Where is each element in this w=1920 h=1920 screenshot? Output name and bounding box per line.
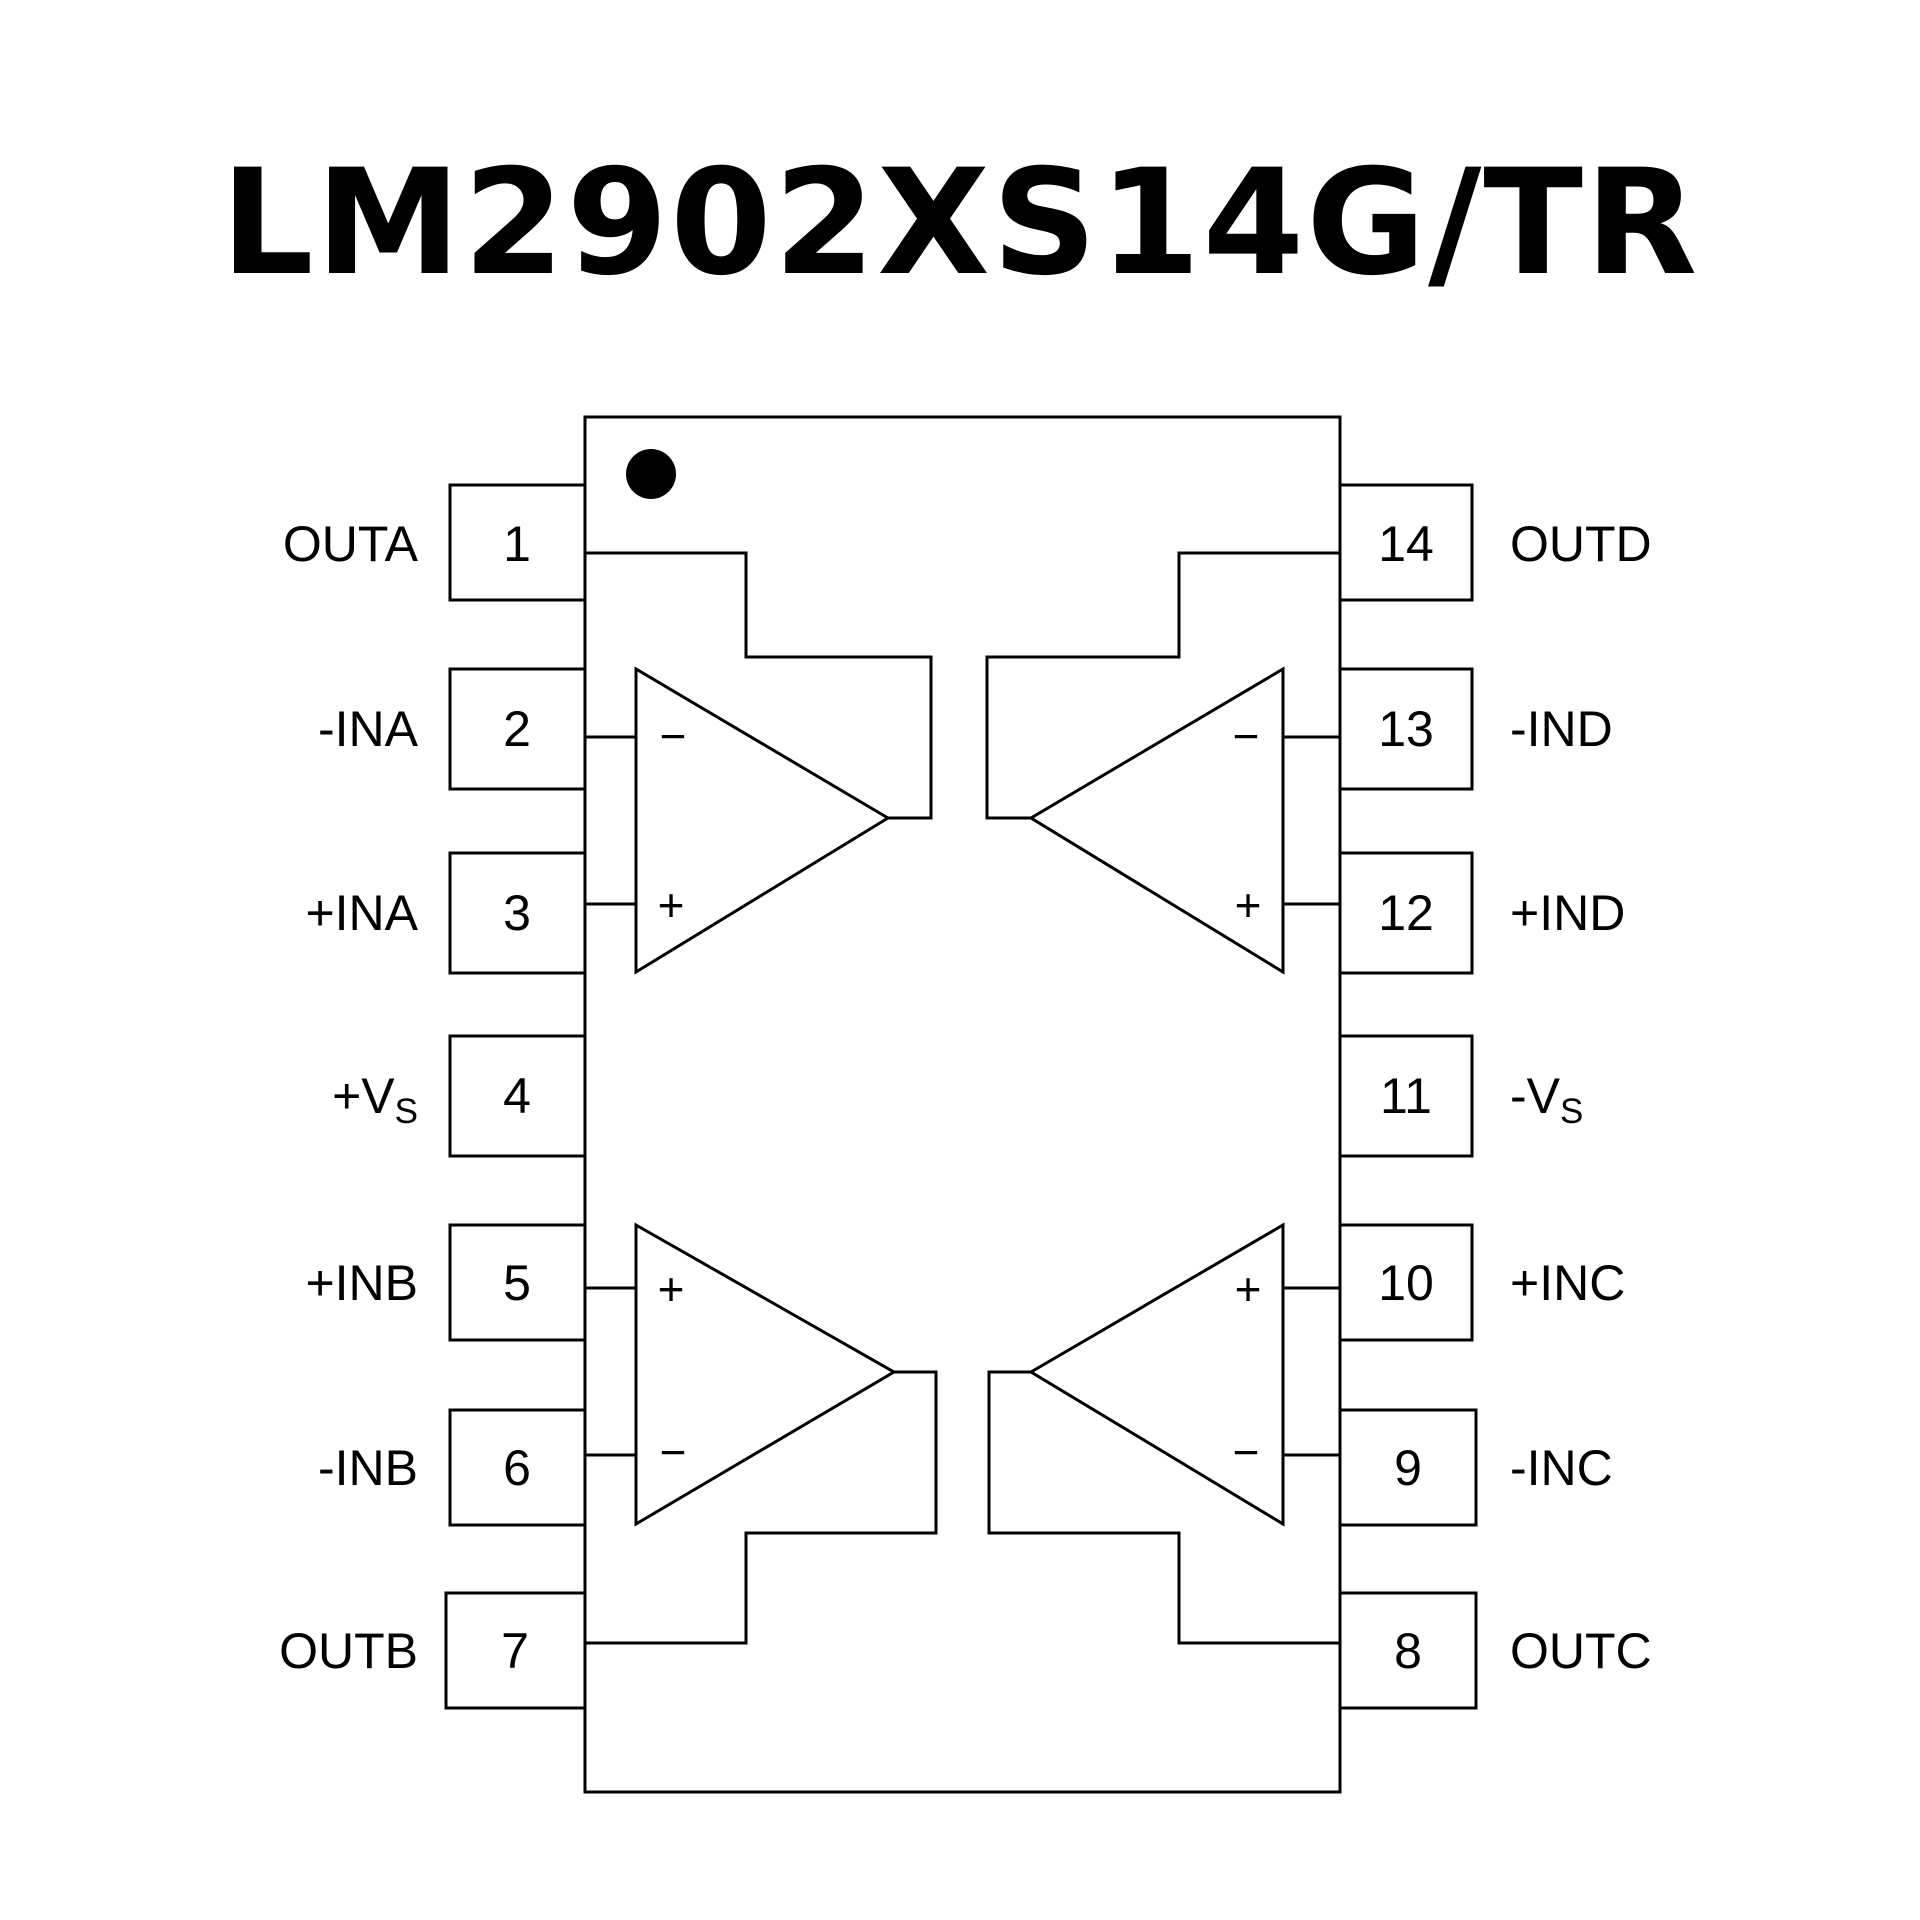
pin-box-13: [1338, 667, 1474, 791]
pin-name-2: -INA: [318, 701, 419, 757]
pin-name-10: +INC: [1510, 1255, 1625, 1311]
pin-name-7: OUTB: [279, 1623, 418, 1679]
pin-name-11-main: -V: [1510, 1068, 1561, 1124]
chip-body: [583, 415, 1342, 1794]
pin-name-11-subscript: S: [1560, 1092, 1583, 1131]
pin-box-11: [1338, 1034, 1474, 1158]
pin1-marker-dot: [626, 449, 676, 499]
pin-box-6: [448, 1408, 587, 1527]
pin-number-5: 5: [503, 1255, 531, 1311]
pin-number-11: 11: [1380, 1068, 1432, 1124]
pin-number-3: 3: [503, 885, 531, 941]
pin-number-2: 2: [503, 701, 531, 757]
pin-number-4: 4: [503, 1068, 531, 1124]
opamp-b-triangle: [634, 1222, 897, 1527]
pin-number-6: 6: [503, 1440, 531, 1496]
pin-box-9: [1338, 1408, 1478, 1527]
pin-name-9: -INC: [1510, 1440, 1613, 1496]
pin-name-6: -INB: [318, 1440, 418, 1496]
opamp-a-triangle: [634, 666, 891, 975]
pin-number-10: 10: [1378, 1255, 1434, 1311]
opamp-b-minus: −: [660, 1426, 687, 1478]
opamp-d-minus: −: [1233, 710, 1260, 762]
pin-box-7: [444, 1591, 587, 1710]
pin-name-5: +INB: [305, 1255, 418, 1311]
opamp-d-triangle: [1028, 666, 1285, 975]
pin-box-5: [448, 1223, 587, 1342]
pin-number-1: 1: [503, 516, 531, 572]
opamp-c-minus: −: [1233, 1426, 1260, 1478]
pin-number-7: 7: [501, 1623, 529, 1679]
opamp-a-minus: −: [660, 710, 687, 762]
pin-name-14: OUTD: [1510, 516, 1652, 572]
opamp-c-triangle: [1028, 1222, 1285, 1527]
pin-name-4-main: +V: [332, 1068, 395, 1124]
pin-name-11: -VS: [1510, 1068, 1583, 1131]
pin-name-4-subscript: S: [395, 1092, 418, 1131]
pin-number-12: 12: [1378, 885, 1434, 941]
chip-title: LM2902XS14G/TR: [220, 138, 1700, 308]
opamp-a-plus: +: [658, 879, 685, 931]
pin-box-14: [1338, 483, 1474, 602]
opamp-d-plus: +: [1235, 879, 1262, 931]
pin-box-8: [1338, 1591, 1478, 1710]
wire-outc: [987, 1370, 1340, 1645]
wire-outa: [585, 551, 933, 820]
pin-box-2: [448, 667, 587, 791]
pin-box-10: [1338, 1223, 1474, 1342]
pin-number-13: 13: [1378, 701, 1434, 757]
pin-box-12: [1338, 851, 1474, 975]
pin-number-9: 9: [1394, 1440, 1422, 1496]
opamp-c-plus: +: [1235, 1263, 1262, 1315]
pin-number-8: 8: [1394, 1623, 1422, 1679]
pin-name-13: -IND: [1510, 701, 1613, 757]
pin-name-8: OUTC: [1510, 1623, 1652, 1679]
pin-box-4: [448, 1034, 587, 1158]
opamp-b-plus: +: [658, 1263, 685, 1315]
wire-outb: [585, 1370, 938, 1645]
wire-outd: [985, 551, 1340, 820]
pin-name-12: +IND: [1510, 885, 1625, 941]
pin-name-1: OUTA: [283, 516, 419, 572]
pin-number-14: 14: [1378, 516, 1434, 572]
pin-name-4: +VS: [332, 1068, 418, 1131]
pin-name-3: +INA: [305, 885, 418, 941]
pin-box-3: [448, 851, 587, 975]
pin-box-1: [448, 483, 587, 602]
